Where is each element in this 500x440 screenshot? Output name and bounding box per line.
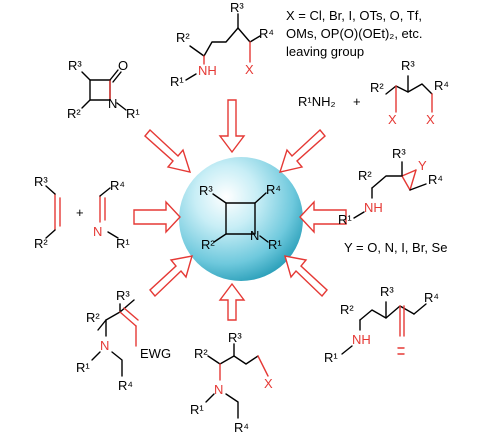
hc-r4: R⁴ (428, 172, 443, 187)
ewg-r4: R⁴ (118, 378, 133, 393)
leaving-group-line1: X = Cl, Br, I, OTs, O, Tf, (286, 8, 422, 23)
ewg-amine: R³ R² N EWG R¹ R⁴ (76, 288, 171, 393)
ewg-r1: R¹ (76, 360, 90, 375)
bc-n: N (214, 382, 223, 397)
center-r1: R¹ (268, 237, 282, 252)
allene-r4: R⁴ (424, 290, 439, 305)
bc-r1: R¹ (190, 402, 204, 417)
arrow-top-right (278, 128, 326, 173)
arrow-bottom-left (149, 255, 193, 298)
leaving-group-line3: leaving group (286, 44, 364, 59)
bc-r4: R⁴ (234, 420, 249, 435)
imine-n: N (93, 224, 102, 239)
lactam-r2: R² (67, 106, 81, 121)
arrow-top-left (144, 128, 192, 173)
alkene-r3: R³ (34, 174, 48, 189)
top-r4: R⁴ (259, 26, 274, 41)
hc-caption: Y = O, N, I, Br, Se (344, 240, 447, 255)
center-r3: R³ (199, 183, 213, 198)
top-r3: R³ (230, 0, 244, 15)
top-structure: R² R³ R⁴ NH R¹ X (170, 0, 274, 89)
arrow-right (299, 200, 347, 234)
top-r2: R² (176, 30, 190, 45)
leaving-group-line2: OMs, OP(O)(OEt)₂, etc. (286, 26, 423, 41)
arrow-top (218, 99, 246, 154)
top-r1: R¹ (170, 74, 184, 89)
hc-r2: R² (358, 168, 372, 183)
allene-r2: R² (340, 302, 354, 317)
allene-r3: R³ (380, 284, 394, 299)
sphere (179, 157, 303, 281)
bottom-amine: R³ R² X N R¹ R⁴ (190, 330, 273, 435)
center-n: N (250, 228, 259, 243)
allene-nh: NH (352, 332, 371, 347)
allene-amine: R³ R² R⁴ NH R¹ (324, 284, 439, 365)
hc-nh: NH (364, 200, 383, 215)
amine-dihalide: R¹NH₂ + R² R³ R⁴ X X (298, 58, 449, 127)
bc-r2: R² (194, 346, 208, 361)
dihalide-r2: R² (370, 80, 384, 95)
dihalide-x2: X (426, 112, 435, 127)
plus-upper-right: + (353, 94, 361, 109)
lactam-n: N (108, 96, 117, 111)
heterocycle-amine: R³ Y R² R⁴ NH R¹ Y = O, N, I, Br, Se (338, 146, 447, 255)
imine-r1: R¹ (116, 236, 130, 251)
ewg-r3: R³ (116, 288, 130, 303)
hc-r1: R¹ (338, 212, 352, 227)
alkene-imine: R³ R² + R⁴ N R¹ (34, 174, 130, 251)
ewg-label: EWG (140, 346, 171, 361)
arrow-left (133, 200, 181, 234)
hc-r3: R³ (392, 146, 406, 161)
ewg-n: N (100, 338, 109, 353)
beta-lactam: R³ O R² N R¹ (67, 58, 140, 121)
imine-r4: R⁴ (110, 178, 125, 193)
bc-x: X (264, 376, 273, 391)
alkene-r2: R² (34, 236, 48, 251)
lactam-r1: R¹ (126, 106, 140, 121)
bc-r3: R³ (228, 330, 242, 345)
arrow-bottom (218, 282, 246, 321)
dihalide-r4: R⁴ (434, 78, 449, 93)
lactam-r3: R³ (68, 58, 82, 73)
lactam-o: O (118, 58, 128, 73)
center-r4: R⁴ (266, 182, 281, 197)
plus-left: + (76, 205, 84, 220)
hc-y: Y (418, 158, 427, 173)
amine: R¹NH₂ (298, 94, 336, 109)
allene-r1: R¹ (324, 350, 338, 365)
arrow-bottom-right (284, 255, 328, 298)
dihalide-x1: X (388, 112, 397, 127)
center-r2: R² (201, 237, 215, 252)
top-x: X (245, 62, 254, 77)
azetidine: R³ R⁴ R² N R¹ (199, 182, 282, 252)
top-nh: NH (198, 63, 217, 78)
dihalide-r3: R³ (401, 58, 415, 73)
ewg-r2: R² (86, 310, 100, 325)
